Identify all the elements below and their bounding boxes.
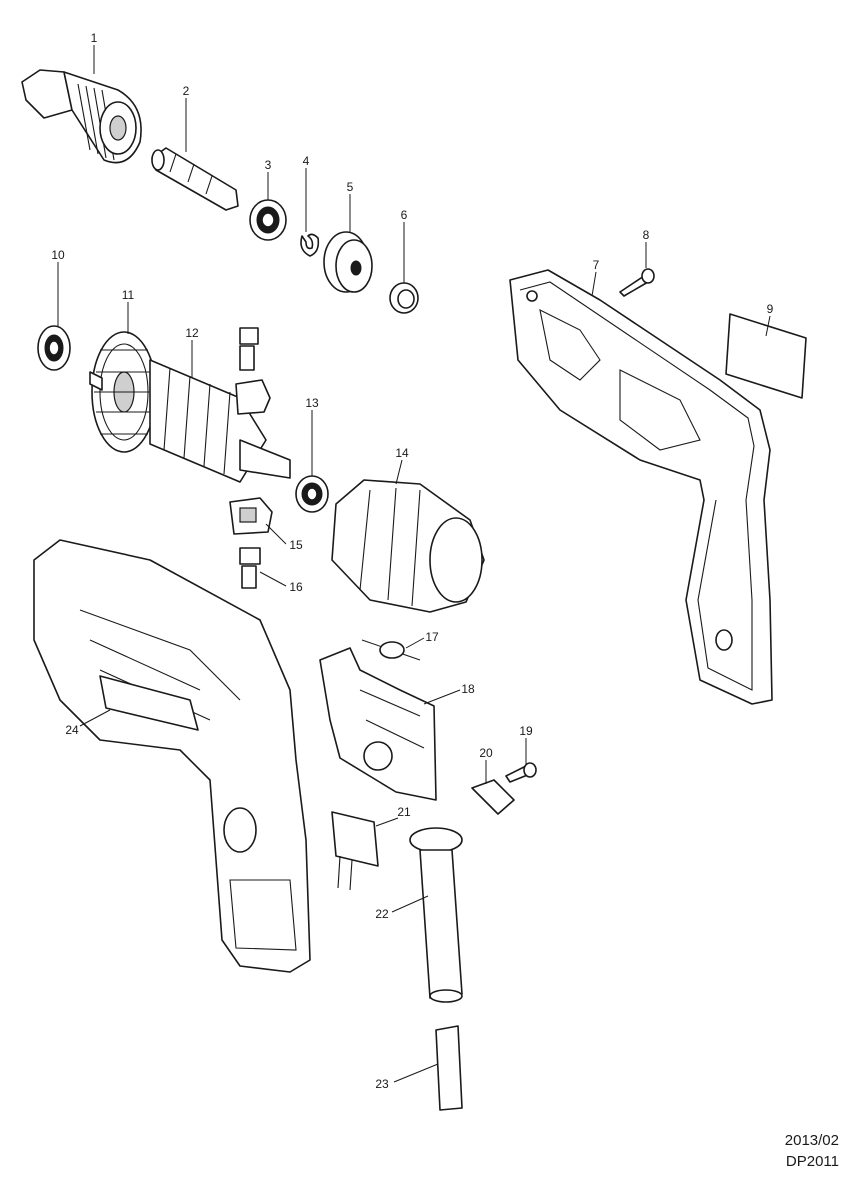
leader-lines [57, 45, 771, 1083]
part-17-noise-suppressor [361, 639, 421, 661]
footer-model-number: DP2011 [785, 1153, 839, 1170]
part-8-tapping-screw [619, 268, 655, 297]
part-9-label [725, 313, 807, 399]
part-14-field [331, 479, 485, 613]
part-23-cord [435, 1025, 463, 1111]
callout-10: 10 [51, 248, 65, 262]
callout-19: 19 [519, 724, 533, 738]
callout-3: 3 [265, 158, 272, 172]
callout-12: 12 [185, 326, 199, 340]
part-3-ball-bearing [249, 199, 287, 241]
part-6-bearing [389, 282, 419, 314]
part-21-capacitor [331, 811, 379, 891]
callout-9: 9 [767, 302, 774, 316]
part-20-strain-relief [471, 779, 515, 815]
callout-11: 11 [122, 288, 135, 302]
part-19-screw [505, 762, 537, 783]
callout-13: 13 [305, 396, 319, 410]
callout-14: 14 [395, 446, 409, 460]
callout-labels: 1 2 3 4 5 6 7 8 9 10 11 12 13 14 15 16 1… [51, 31, 773, 1091]
part-15-brush-holder [229, 497, 273, 535]
callout-22: 22 [375, 907, 389, 921]
part-2-spindle [151, 147, 239, 211]
part-13-bearing [295, 475, 329, 513]
footer-date: 2013/02 [784, 1132, 839, 1149]
callout-4: 4 [303, 154, 310, 168]
part-5-helical-gear [323, 231, 373, 293]
callout-18: 18 [461, 682, 475, 696]
callout-20: 20 [479, 746, 493, 760]
part-12-armature [89, 359, 291, 483]
callout-2: 2 [183, 84, 190, 98]
callout-16: 16 [289, 580, 303, 594]
callout-1: 1 [91, 31, 98, 45]
part-7-housing-half [509, 269, 773, 705]
callout-24: 24 [65, 723, 79, 737]
part-1-keyed-chuck [21, 69, 142, 164]
callout-17: 17 [425, 630, 439, 644]
part-4-retaining-ring [300, 233, 320, 257]
part-10-bearing [37, 325, 71, 371]
callout-15: 15 [289, 538, 303, 552]
part-brush-holder-upper [235, 327, 271, 415]
callout-21: 21 [397, 805, 411, 819]
part-11-fan [91, 331, 157, 453]
callout-7: 7 [593, 258, 600, 272]
callout-5: 5 [347, 180, 354, 194]
callout-23: 23 [375, 1077, 389, 1091]
part-24-housing-set [33, 539, 311, 973]
part-16-carbon-brush [239, 547, 261, 589]
part-22-cord-guard [409, 827, 463, 1003]
part-18-switch [319, 647, 437, 801]
callout-8: 8 [643, 228, 650, 242]
callout-6: 6 [401, 208, 408, 222]
